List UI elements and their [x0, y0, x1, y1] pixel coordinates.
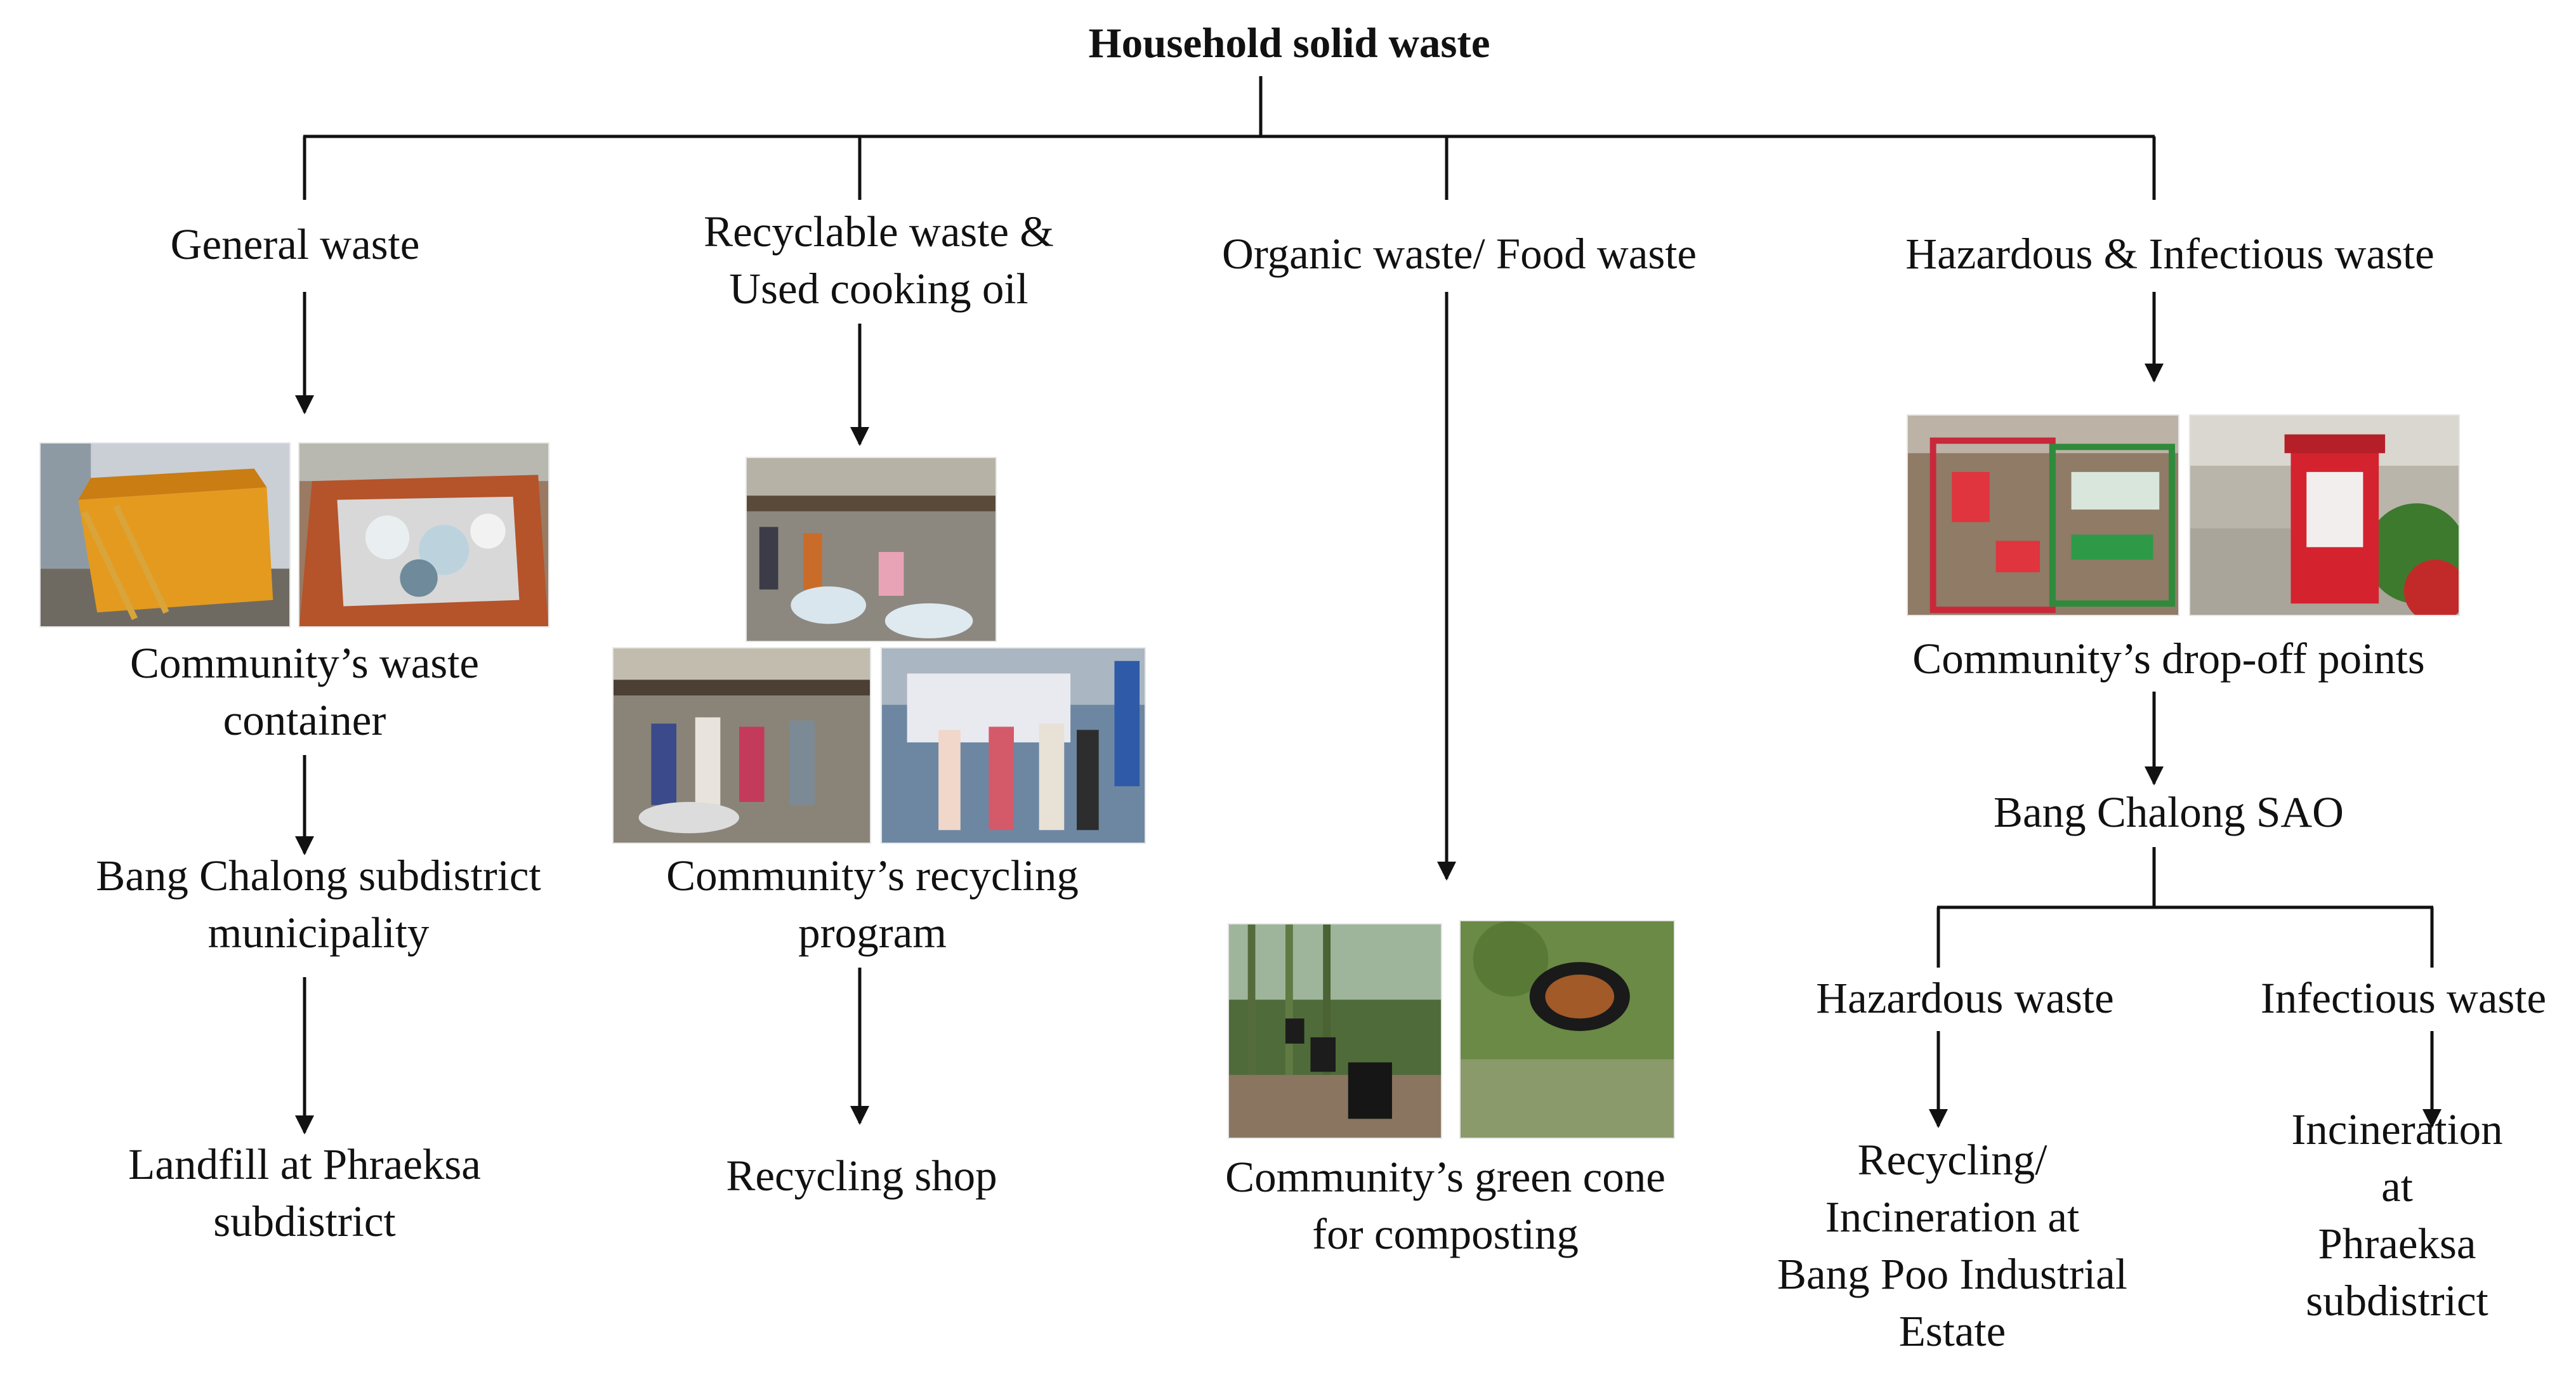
hazardous-step-drop-off: Community’s drop-off points	[1912, 634, 2425, 683]
branch-general-label: General waste	[170, 220, 420, 268]
general-step-municipality: Bang Chalong subdistrict municipality	[96, 851, 541, 957]
sorting-bottles-icon	[747, 458, 996, 641]
branch-hazardous-label: Hazardous & Infectious waste	[1905, 230, 2435, 278]
open-waste-bin-icon	[299, 444, 548, 626]
green-cone-open-icon	[1461, 921, 1674, 1138]
red-bin-icon	[2190, 416, 2459, 615]
recyclable-step-shop: Recycling shop	[726, 1152, 997, 1200]
recycling-crowd-photo	[612, 647, 871, 844]
red-bin-photo	[2189, 414, 2460, 616]
drop-off-cage-icon	[1908, 416, 2178, 615]
recycling-event-photo	[881, 647, 1146, 844]
infectious-destination: Incineration at Phraeksa subdistrict	[2291, 1105, 2503, 1325]
recyclable-step-program: Community’s recycling program	[666, 851, 1079, 957]
branch-organic-label: Organic waste/ Food waste	[1222, 230, 1697, 278]
sub-hazardous-label: Hazardous waste	[1816, 974, 2114, 1022]
general-step-container: Community’s waste container	[129, 639, 480, 744]
green-cone-row-icon	[1229, 924, 1441, 1138]
open-waste-bin-photo	[298, 442, 549, 628]
green-cone-row-photo	[1228, 923, 1442, 1139]
recycling-crowd-icon	[614, 648, 870, 843]
drop-off-cage-photo	[1907, 414, 2179, 616]
general-step-landfill: Landfill at Phraeksa subdistrict	[128, 1140, 481, 1246]
diagram-title: Household solid waste	[1088, 20, 1490, 67]
waste-container-photo	[39, 442, 291, 628]
sorting-bottles-photo	[746, 457, 997, 642]
green-cone-open-photo	[1459, 920, 1675, 1139]
branch-recyclable-label: Recyclable waste & Used cooking oil	[704, 207, 1054, 313]
hazardous-step-sao: Bang Chalong SAO	[1994, 788, 2344, 836]
sub-infectious-label: Infectious waste	[2260, 974, 2547, 1022]
recycling-event-icon	[882, 648, 1145, 843]
waste-container-icon	[41, 444, 289, 626]
hazardous-destination: Recycling/ Incineration at Bang Poo Indu…	[1777, 1136, 2127, 1355]
organic-step-green-cone: Community’s green cone for composting	[1225, 1153, 1666, 1258]
